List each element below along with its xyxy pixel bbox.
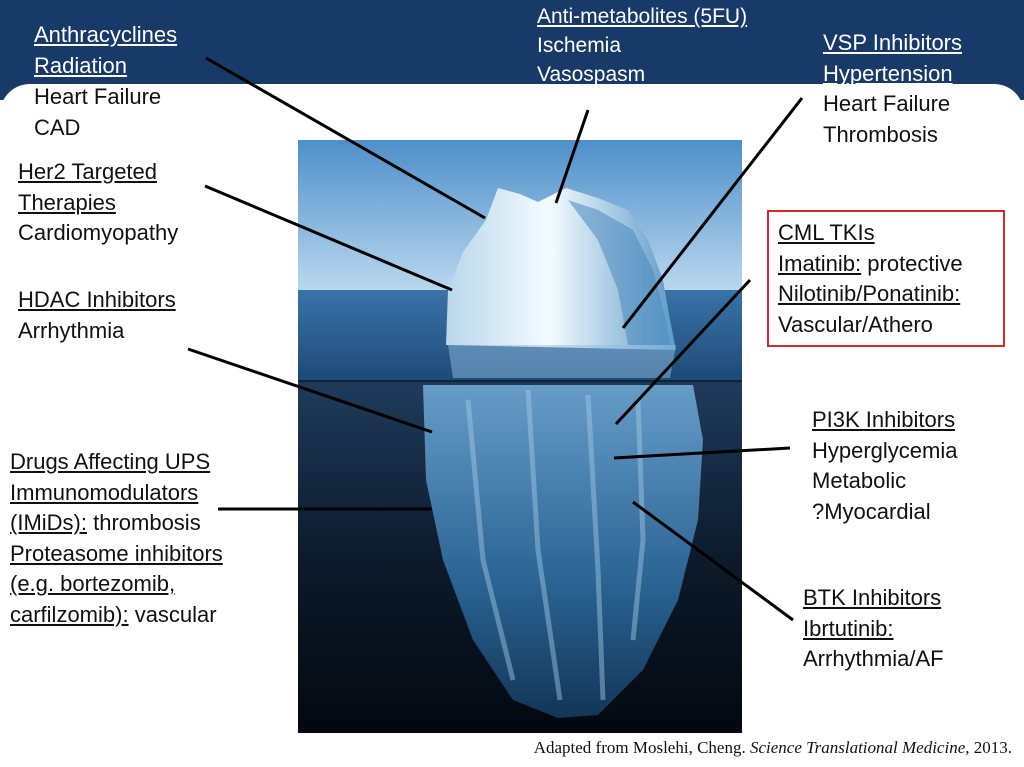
label-pi3k: PI3K Inhibitors Hyperglycemia Metabolic … <box>812 405 958 527</box>
pi3k-effect-2: Metabolic <box>812 468 907 493</box>
label-antimetabolites: Anti-metabolites (5FU) Ischemia Vasospas… <box>537 2 747 89</box>
ups-imids-effect: thrombosis <box>86 510 201 535</box>
cml-nilotinib: Nilotinib/Ponatinib: <box>778 281 961 306</box>
label-anthracyclines-effects: Heart Failure CAD <box>34 82 161 143</box>
citation-prefix: Adapted from Moslehi, Cheng. <box>533 738 750 757</box>
ups-proteasome-effect: vascular <box>128 601 217 627</box>
antimetabolites-effect-2: Vasospasm <box>537 63 646 86</box>
header-banner <box>0 0 1024 100</box>
cml-effect: Vascular/Athero <box>778 311 933 337</box>
antimetabolites-effect-1: Ischemia <box>537 34 622 57</box>
ups-imids-2: (IMiDs): <box>10 510 87 535</box>
ups-proteasome-2: (e.g. bortezomib, <box>10 571 176 596</box>
pi3k-effect-1: Hyperglycemia <box>812 437 958 463</box>
label-vsp: VSP Inhibitors Hypertension <box>823 28 962 89</box>
her2-title-2: Therapies <box>18 189 116 215</box>
anthracyclines-effect-1: Heart Failure <box>34 84 162 109</box>
iceberg-underwater-streaks <box>465 389 646 701</box>
label-anthracyclines: Anthracyclines Radiation <box>34 20 177 81</box>
ups-imids-line: (IMiDs): thrombosis <box>10 508 223 539</box>
citation-suffix: , 2013. <box>965 738 1012 757</box>
anthracyclines-effect-2: CAD <box>34 114 81 140</box>
label-cml: CML TKIs Imatinib: protective Nilotinib/… <box>778 218 963 340</box>
vsp-hypertension: Hypertension <box>823 60 953 86</box>
iceberg-underwater <box>423 385 703 718</box>
ups-title: Drugs Affecting UPS <box>10 449 211 474</box>
label-hdac: HDAC Inhibitors Arrhythmia <box>18 285 176 346</box>
cml-highlight-box <box>767 210 1005 347</box>
hdac-title: HDAC Inhibitors <box>18 287 176 312</box>
btk-effect: Arrhythmia/AF <box>803 646 944 671</box>
cml-imatinib: Imatinib: <box>778 250 862 276</box>
antimetabolites-title: Anti-metabolites (5FU) <box>537 5 748 28</box>
label-vsp-effects: Heart Failure Thrombosis <box>823 89 950 150</box>
vsp-title: VSP Inhibitors <box>823 30 963 55</box>
cml-imatinib-effect: protective <box>861 250 963 276</box>
ups-proteasome-1: Proteasome inhibitors <box>10 540 223 566</box>
citation-journal: Science Translational Medicine <box>749 738 966 757</box>
vsp-effect-2: Thrombosis <box>823 121 938 147</box>
ups-proteasome-line: carfilzomib): vascular <box>10 600 223 631</box>
pi3k-effect-3: ?Myocardial <box>812 498 931 524</box>
ups-imids-1: Immunomodulators <box>10 479 199 505</box>
iceberg-reflection <box>448 345 676 378</box>
her2-effect: Cardiomyopathy <box>18 220 179 245</box>
anthracyclines-title: Anthracyclines <box>34 22 178 47</box>
iceberg-illustration <box>298 140 742 733</box>
label-ups: Drugs Affecting UPS Immunomodulators (IM… <box>10 447 223 630</box>
ups-proteasome-3: carfilzomib): <box>10 601 129 627</box>
btk-title: BTK Inhibitors <box>803 585 942 610</box>
label-btk: BTK Inhibitors Ibrtutinib: Arrhythmia/AF <box>803 583 944 675</box>
pi3k-title: PI3K Inhibitors <box>812 407 956 432</box>
btk-ibrutinib: Ibrtutinib: <box>803 615 894 641</box>
hdac-effect: Arrhythmia <box>18 317 125 343</box>
her2-title-1: Her2 Targeted <box>18 159 158 184</box>
radiation-title: Radiation <box>34 52 127 78</box>
label-her2: Her2 Targeted Therapies Cardiomyopathy <box>18 157 178 249</box>
vsp-effect-1: Heart Failure <box>823 91 951 116</box>
cml-title: CML TKIs <box>778 220 875 245</box>
citation: Adapted from Moslehi, Cheng. Science Tra… <box>534 738 1012 758</box>
cml-imatinib-line: Imatinib: protective <box>778 249 963 280</box>
